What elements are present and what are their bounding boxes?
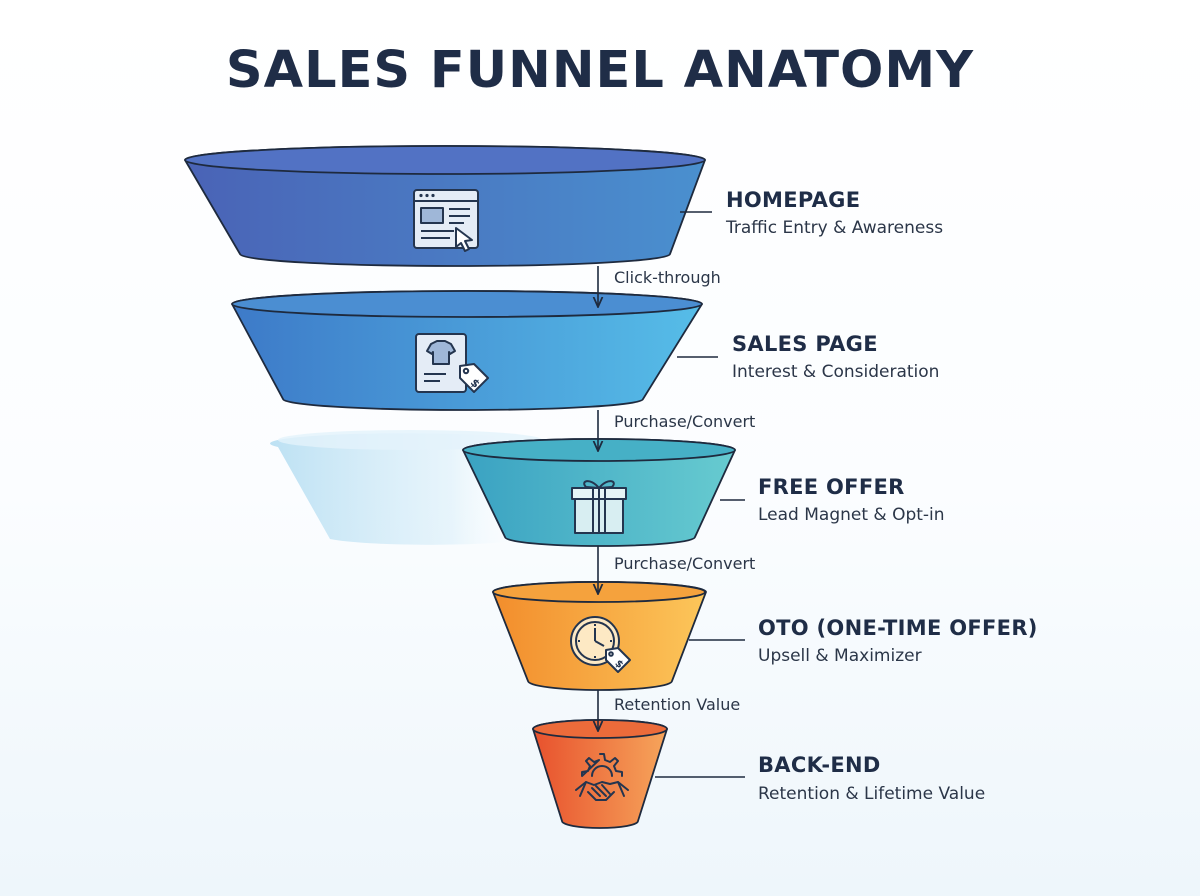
connector-label-3: Retention Value (614, 695, 740, 714)
stage-subtitle-sales-page: Interest & Consideration (732, 362, 939, 382)
page-title: SALES FUNNEL ANATOMY (225, 41, 975, 100)
funnel-tier-back-end (532, 719, 668, 829)
clock-tag-icon: $ (570, 616, 631, 673)
stage-title-back-end: BACK-END (758, 753, 881, 777)
stage-title-homepage: HOMEPAGE (726, 188, 860, 212)
stage-title-sales-page: SALES PAGE (732, 332, 878, 356)
stage-title-free-offer: FREE OFFER (758, 475, 905, 499)
stage-subtitle-homepage: Traffic Entry & Awareness (725, 218, 943, 238)
funnel-tier-sales-page: $ (231, 290, 703, 411)
connector-label-1: Purchase/Convert (614, 412, 755, 431)
leader-lines (655, 211, 745, 778)
funnel-tier-oto: $ (492, 581, 707, 691)
funnel-tier-homepage (184, 145, 706, 267)
stage-title-oto: OTO (ONE-TIME OFFER) (758, 616, 1038, 640)
stage-subtitle-free-offer: Lead Magnet & Opt-in (758, 505, 945, 525)
browser-window-cursor-icon (413, 189, 479, 252)
funnel-tier-free-offer (462, 438, 736, 547)
connector-label-2: Purchase/Convert (614, 554, 755, 573)
stage-subtitle-oto: Upsell & Maximizer (758, 646, 922, 666)
connector-label-0: Click-through (614, 268, 721, 287)
gear-handshake-icon (575, 753, 629, 801)
gift-box-icon (571, 480, 627, 534)
stage-subtitle-back-end: Retention & Lifetime Value (758, 784, 985, 804)
product-tag-icon: $ (415, 333, 489, 393)
